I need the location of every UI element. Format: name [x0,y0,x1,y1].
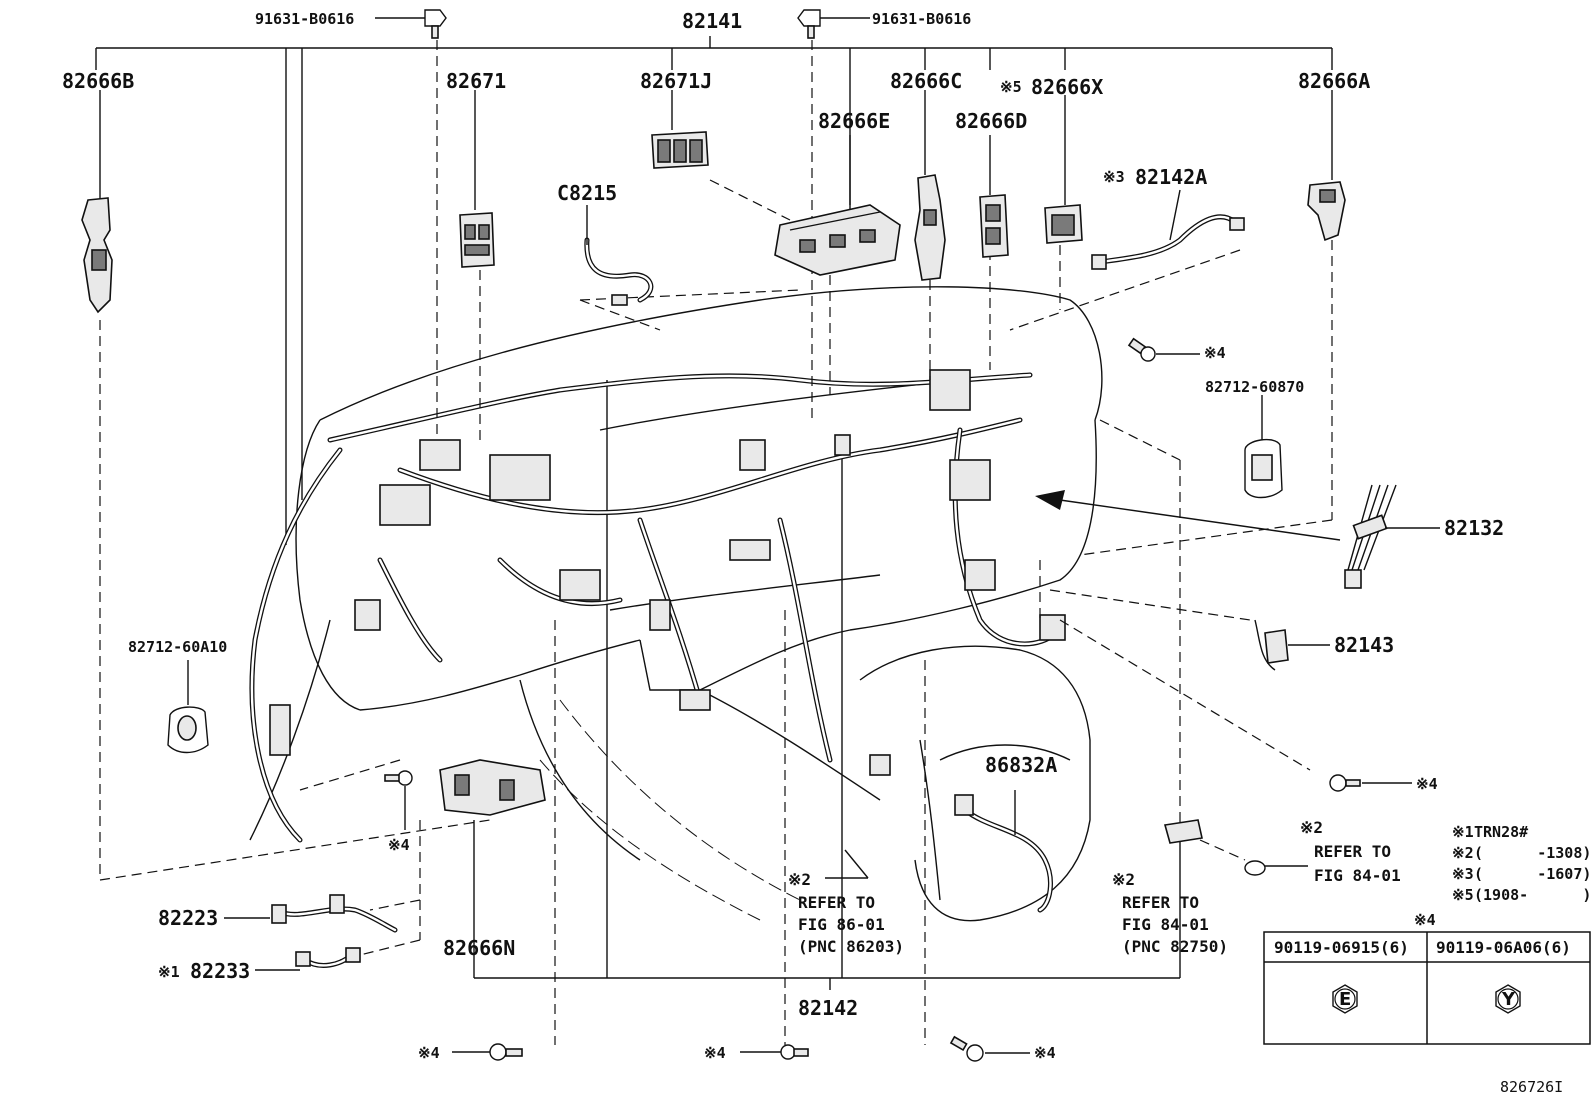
ref-far-right-line1: REFER TO [1314,842,1391,861]
label-82143: 82143 [1334,633,1394,657]
part-82666C-drawing [914,90,946,281]
legend-text-2: ( -1308) [1474,844,1591,862]
legend-mark-4: ※5 [1452,886,1474,904]
part-82666X-drawing [1044,95,1083,244]
part-82712-60A10-drawing [167,660,209,754]
legend-text-4: (1908- ) [1474,886,1591,904]
legend-mark-2: ※2 [1452,844,1474,862]
part-82712-60870-drawing [1244,395,1283,499]
part-86832A-drawing [954,790,1053,913]
bolt-center-left-icon [384,770,413,830]
ref-far-right-mark: ※2 [1300,818,1323,837]
ref-center-line1: REFER TO [798,893,875,912]
label-82666D: 82666D [955,109,1027,133]
label-82233: 82233 [190,959,250,983]
ref-center-mark: ※2 [788,870,811,889]
ref-right-mark: ※2 [1112,870,1135,889]
legend-text-3: ( -1607) [1474,865,1591,883]
harness-connectors [269,369,1066,776]
bolt-head-y-letter: Y [1501,989,1516,1010]
part-82143-drawing [1254,619,1330,671]
bolt-bottom-2-icon [740,1044,809,1060]
ref-right-line3: (PNC 82750) [1122,937,1228,956]
arrow-82132 [1035,490,1341,541]
screw-left-icon [375,9,447,39]
part-82233-drawing [255,947,361,971]
part-82671-drawing [459,90,495,268]
bolt-right-upper-icon [1127,337,1200,362]
label-82142: 82142 [798,996,858,1020]
bolt-table-col2-part: 90119-06A06(6) [1436,938,1571,957]
label-82666B: 82666B [62,69,134,93]
diagram-id: 826726I [1500,1078,1563,1096]
ref-right-line2: FIG 84-01 [1122,915,1209,934]
mark-bolt-center-left: ※4 [388,836,410,854]
reference-fig-84-01: ※2 REFER TO FIG 84-01 [1265,818,1401,885]
mark-82142A: ※3 [1103,168,1125,186]
label-82142A: 82142A [1135,165,1207,189]
part-82666D-drawing [979,135,1009,258]
part-82666B-drawing [81,90,113,314]
mark-bolt-right-upper: ※4 [1204,344,1226,362]
reference-fig-84-01-pnc: ※2 REFER TO FIG 84-01 (PNC 82750) [1112,870,1228,956]
part-82671J-drawing [651,90,709,169]
mark-82666X: ※5 [1000,78,1022,96]
label-82141: 82141 [682,9,742,33]
label-82666N: 82666N [443,936,515,960]
bolt-bottom-1-icon [452,1043,523,1061]
label-82712-60870: 82712-60870 [1205,378,1304,396]
legend-text-1: TRN28# [1474,823,1528,841]
label-82666A: 82666A [1298,69,1370,93]
ref-center-line2: FIG 86-01 [798,915,885,934]
part-82666N-drawing [439,759,546,816]
part-C8215-drawing [584,205,654,306]
mark-bolt-right-lower: ※4 [1416,775,1438,793]
part-82666E-drawing [774,135,901,276]
bolt-head-e-icon: E [1332,984,1358,1014]
mark-bolt-bottom-2: ※4 [704,1044,726,1062]
part-82223-drawing [224,894,398,933]
bolt-head-e-letter: E [1339,989,1351,1010]
label-82712-60A10: 82712-60A10 [128,638,227,656]
bolt-bottom-3-icon [949,1035,1030,1062]
label-82666E: 82666E [818,109,890,133]
leader-frame-82141 [95,36,1333,545]
label-82666X: 82666X [1031,75,1103,99]
part-ref-84-01-drawing [1163,819,1266,876]
reference-fig-86-01: ※2 REFER TO FIG 86-01 (PNC 86203) [788,849,904,956]
ref-far-right-line2: FIG 84-01 [1314,866,1401,885]
label-82132: 82132 [1444,516,1504,540]
label-86832A: 86832A [985,753,1057,777]
legend-mark-1: ※1 [1452,823,1474,841]
mark-bolt-bottom-3: ※4 [1034,1044,1056,1062]
part-82142A-drawing [1091,189,1245,270]
label-82666C: 82666C [890,69,962,93]
mark-bolt-bottom-1: ※4 [418,1044,440,1062]
label-C8215: C8215 [557,181,617,205]
legend-mark-3: ※3 [1452,865,1474,883]
label-82671J: 82671J [640,69,712,93]
part-82666A-drawing [1307,90,1346,242]
label-82223: 82223 [158,906,218,930]
bolt-right-lower-icon [1329,774,1412,792]
ref-right-line1: REFER TO [1122,893,1199,912]
bolt-table-mark: ※4 [1414,911,1436,929]
bolt-head-y-icon: Y [1495,984,1521,1014]
label-screw-left: 91631-B0616 [255,10,354,28]
bolt-table-col1-part: 90119-06915(6) [1274,938,1409,957]
part-82132-drawing [1344,484,1440,589]
label-screw-right: 91631-B0616 [872,10,971,28]
label-82671: 82671 [446,69,506,93]
screw-right-icon [797,9,870,39]
dashed-leaders [99,40,1333,1045]
leader-frame-82142 [473,380,1181,990]
ref-center-line3: (PNC 86203) [798,937,904,956]
mark-82233: ※1 [158,963,180,981]
legend: ※1 TRN28# ※2 ( -1308) ※3 ( -1607) ※5 (19… [1452,823,1591,904]
bolt-table: ※4 90119-06915(6) 90119-06A06(6) E Y [1263,911,1591,1045]
